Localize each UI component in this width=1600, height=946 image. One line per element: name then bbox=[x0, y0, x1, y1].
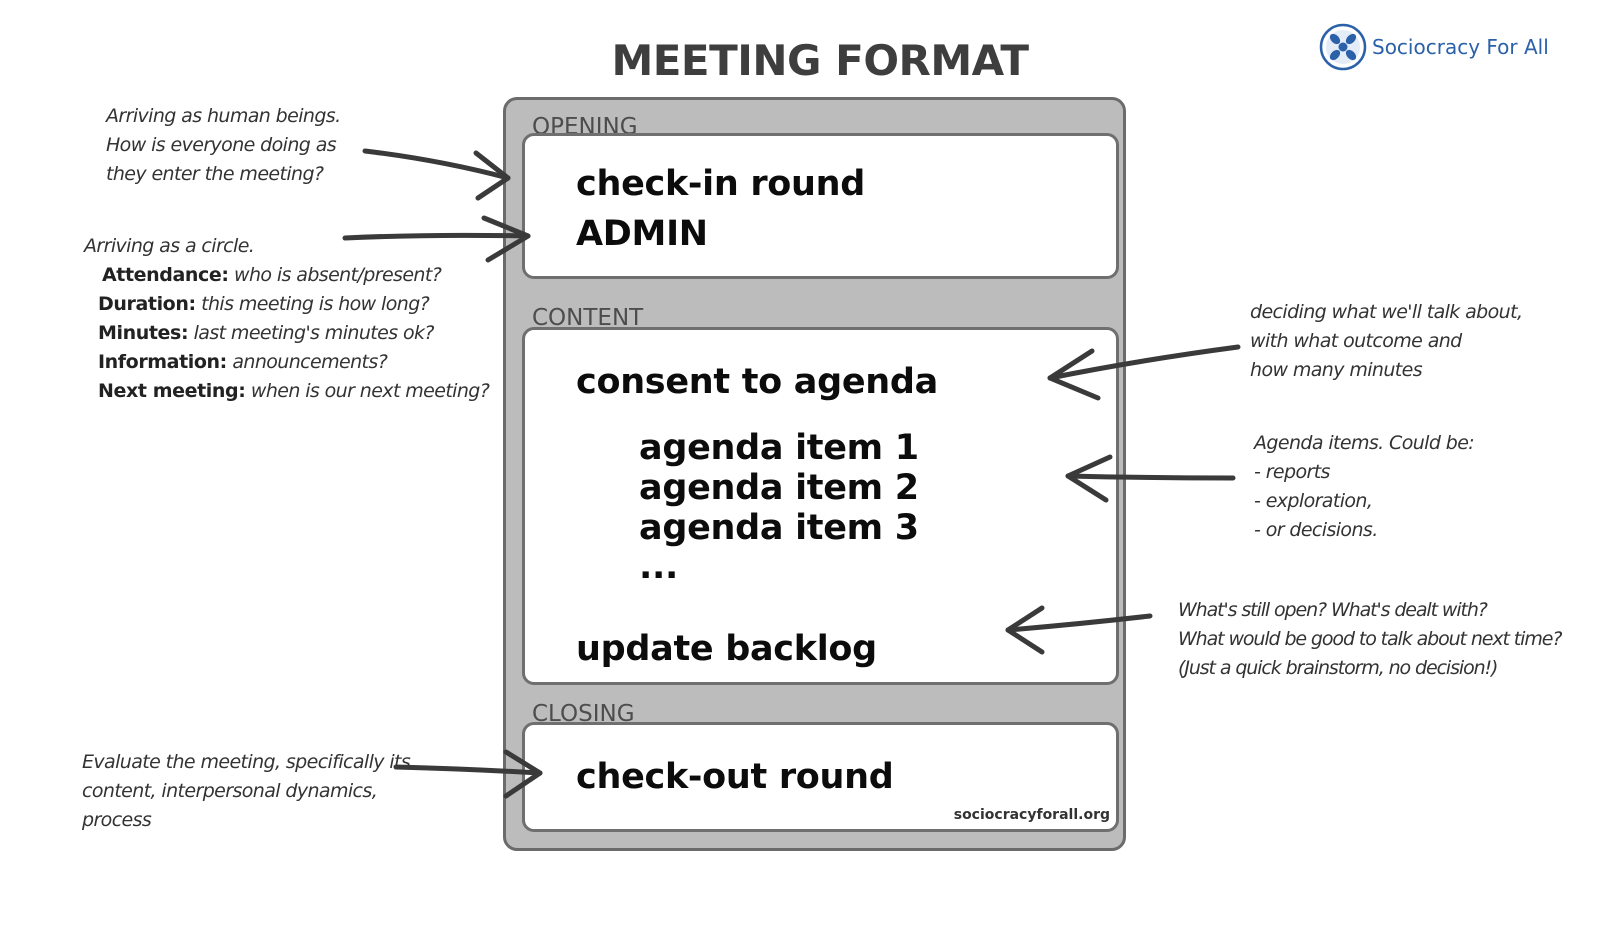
check-in-round-label: check-in round bbox=[576, 164, 866, 204]
agenda-item-ellipsis: ... bbox=[639, 547, 678, 587]
check-out-round-label: check-out round bbox=[576, 757, 894, 797]
note-line: how many minutes bbox=[1250, 359, 1423, 381]
note-line: process bbox=[82, 809, 152, 831]
note-line: with what outcome and bbox=[1250, 330, 1462, 352]
note-line: they enter the meeting? bbox=[106, 163, 324, 185]
website-url: sociocracyforall.org bbox=[953, 807, 1110, 823]
note-line: - exploration, bbox=[1254, 490, 1373, 512]
note-line: How is everyone doing as bbox=[106, 134, 337, 156]
agenda-item: agenda item 1 bbox=[639, 428, 919, 468]
note-admin-item: Duration: this meeting is how long? bbox=[98, 293, 430, 315]
meeting-format-frame: OPENING check-in round ADMIN CONTENT con… bbox=[503, 97, 1126, 851]
note-line: content, interpersonal dynamics, bbox=[82, 780, 378, 802]
section-label-opening: OPENING bbox=[532, 114, 638, 140]
section-label-closing: CLOSING bbox=[532, 701, 635, 727]
note-line: (Just a quick brainstorm, no decision!) bbox=[1178, 657, 1498, 679]
sociocracy-logo-icon bbox=[1319, 23, 1367, 71]
opening-panel: check-in round ADMIN bbox=[522, 133, 1119, 279]
note-checkin: Arriving as human beings. How is everyon… bbox=[106, 102, 341, 189]
logo-text: Sociocracy For All bbox=[1372, 35, 1549, 59]
agenda-item: agenda item 2 bbox=[639, 468, 919, 508]
consent-to-agenda-label: consent to agenda bbox=[576, 362, 938, 402]
note-line: Evaluate the meeting, specifically its bbox=[82, 751, 411, 773]
note-line: deciding what we'll talk about, bbox=[1250, 301, 1523, 323]
note-line: Arriving as a circle. bbox=[84, 235, 255, 257]
note-line: What's still open? What's dealt with? bbox=[1178, 599, 1488, 621]
note-consent: deciding what we'll talk about, with wha… bbox=[1250, 298, 1523, 385]
note-admin: Arriving as a circle. Attendance: who is… bbox=[84, 232, 490, 406]
note-checkout: Evaluate the meeting, specifically its c… bbox=[82, 748, 411, 835]
note-agenda: Agenda items. Could be: - reports - expl… bbox=[1254, 429, 1475, 545]
note-admin-item: Attendance: who is absent/present? bbox=[102, 264, 442, 286]
note-line: Arriving as human beings. bbox=[106, 105, 341, 127]
content-panel: consent to agenda agenda item 1 agenda i… bbox=[522, 327, 1119, 685]
note-line: - or decisions. bbox=[1254, 519, 1378, 541]
page-title: MEETING FORMAT bbox=[611, 36, 1029, 85]
logo: Sociocracy For All bbox=[1318, 20, 1549, 74]
note-line: What would be good to talk about next ti… bbox=[1178, 628, 1562, 650]
closing-panel: check-out round sociocracyforall.org bbox=[522, 722, 1119, 832]
agenda-item: agenda item 3 bbox=[639, 508, 919, 548]
admin-label: ADMIN bbox=[576, 214, 708, 254]
arrow-checkin bbox=[362, 148, 511, 201]
note-line: Agenda items. Could be: bbox=[1254, 432, 1475, 454]
note-admin-item: Information: announcements? bbox=[98, 351, 388, 373]
note-backlog: What's still open? What's dealt with? Wh… bbox=[1178, 596, 1562, 683]
note-line: - reports bbox=[1254, 461, 1330, 483]
section-label-content: CONTENT bbox=[532, 305, 644, 331]
update-backlog-label: update backlog bbox=[576, 629, 877, 669]
note-admin-item: Next meeting: when is our next meeting? bbox=[98, 380, 490, 402]
note-admin-item: Minutes: last meeting's minutes ok? bbox=[98, 322, 434, 344]
